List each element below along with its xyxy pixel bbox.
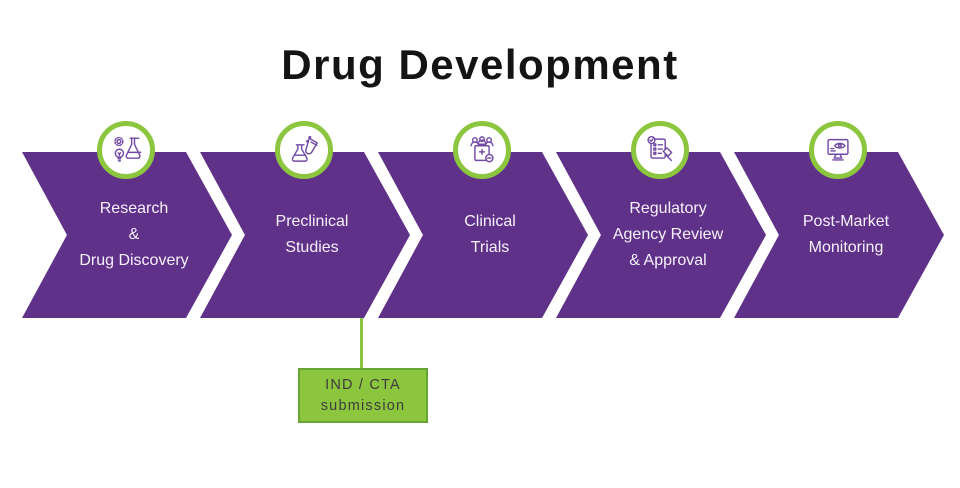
step-label: Research & Drug Discovery	[79, 200, 189, 269]
step-icon-badge	[97, 121, 155, 179]
step-clinical-trials: Clinical Trials	[378, 121, 588, 318]
gear-bulb-flask-icon	[114, 136, 142, 162]
step-icon-badge	[453, 121, 511, 179]
ind-cta-callout: IND / CTA submission	[298, 368, 428, 423]
step-label: Post-Market Monitoring	[802, 213, 890, 256]
step-post-market-monitoring: Post-Market Monitoring	[734, 121, 944, 318]
step-label: Preclinical Studies	[275, 213, 349, 256]
monitor-eye-icon	[827, 138, 849, 161]
callout-label: IND / CTA submission	[320, 376, 406, 414]
step-icon-badge	[275, 121, 333, 179]
step-icon-badge	[809, 121, 867, 179]
callout-connector-line	[360, 318, 363, 369]
flask-test-tube-icon	[291, 135, 318, 162]
step-preclinical-studies: Preclinical Studies	[200, 121, 410, 318]
checklist-gavel-icon	[647, 135, 673, 162]
patients-clipboard-icon	[470, 136, 494, 163]
step-regulatory-review-approval: Regulatory Agency Review & Approval	[556, 121, 766, 318]
page-title: Drug Development	[281, 41, 679, 88]
step-label: Regulatory Agency Review & Approval	[612, 200, 724, 269]
step-label: Clinical Trials	[464, 213, 516, 256]
step-icon-badge	[631, 121, 689, 179]
step-research-drug-discovery: Research & Drug Discovery	[22, 121, 232, 318]
